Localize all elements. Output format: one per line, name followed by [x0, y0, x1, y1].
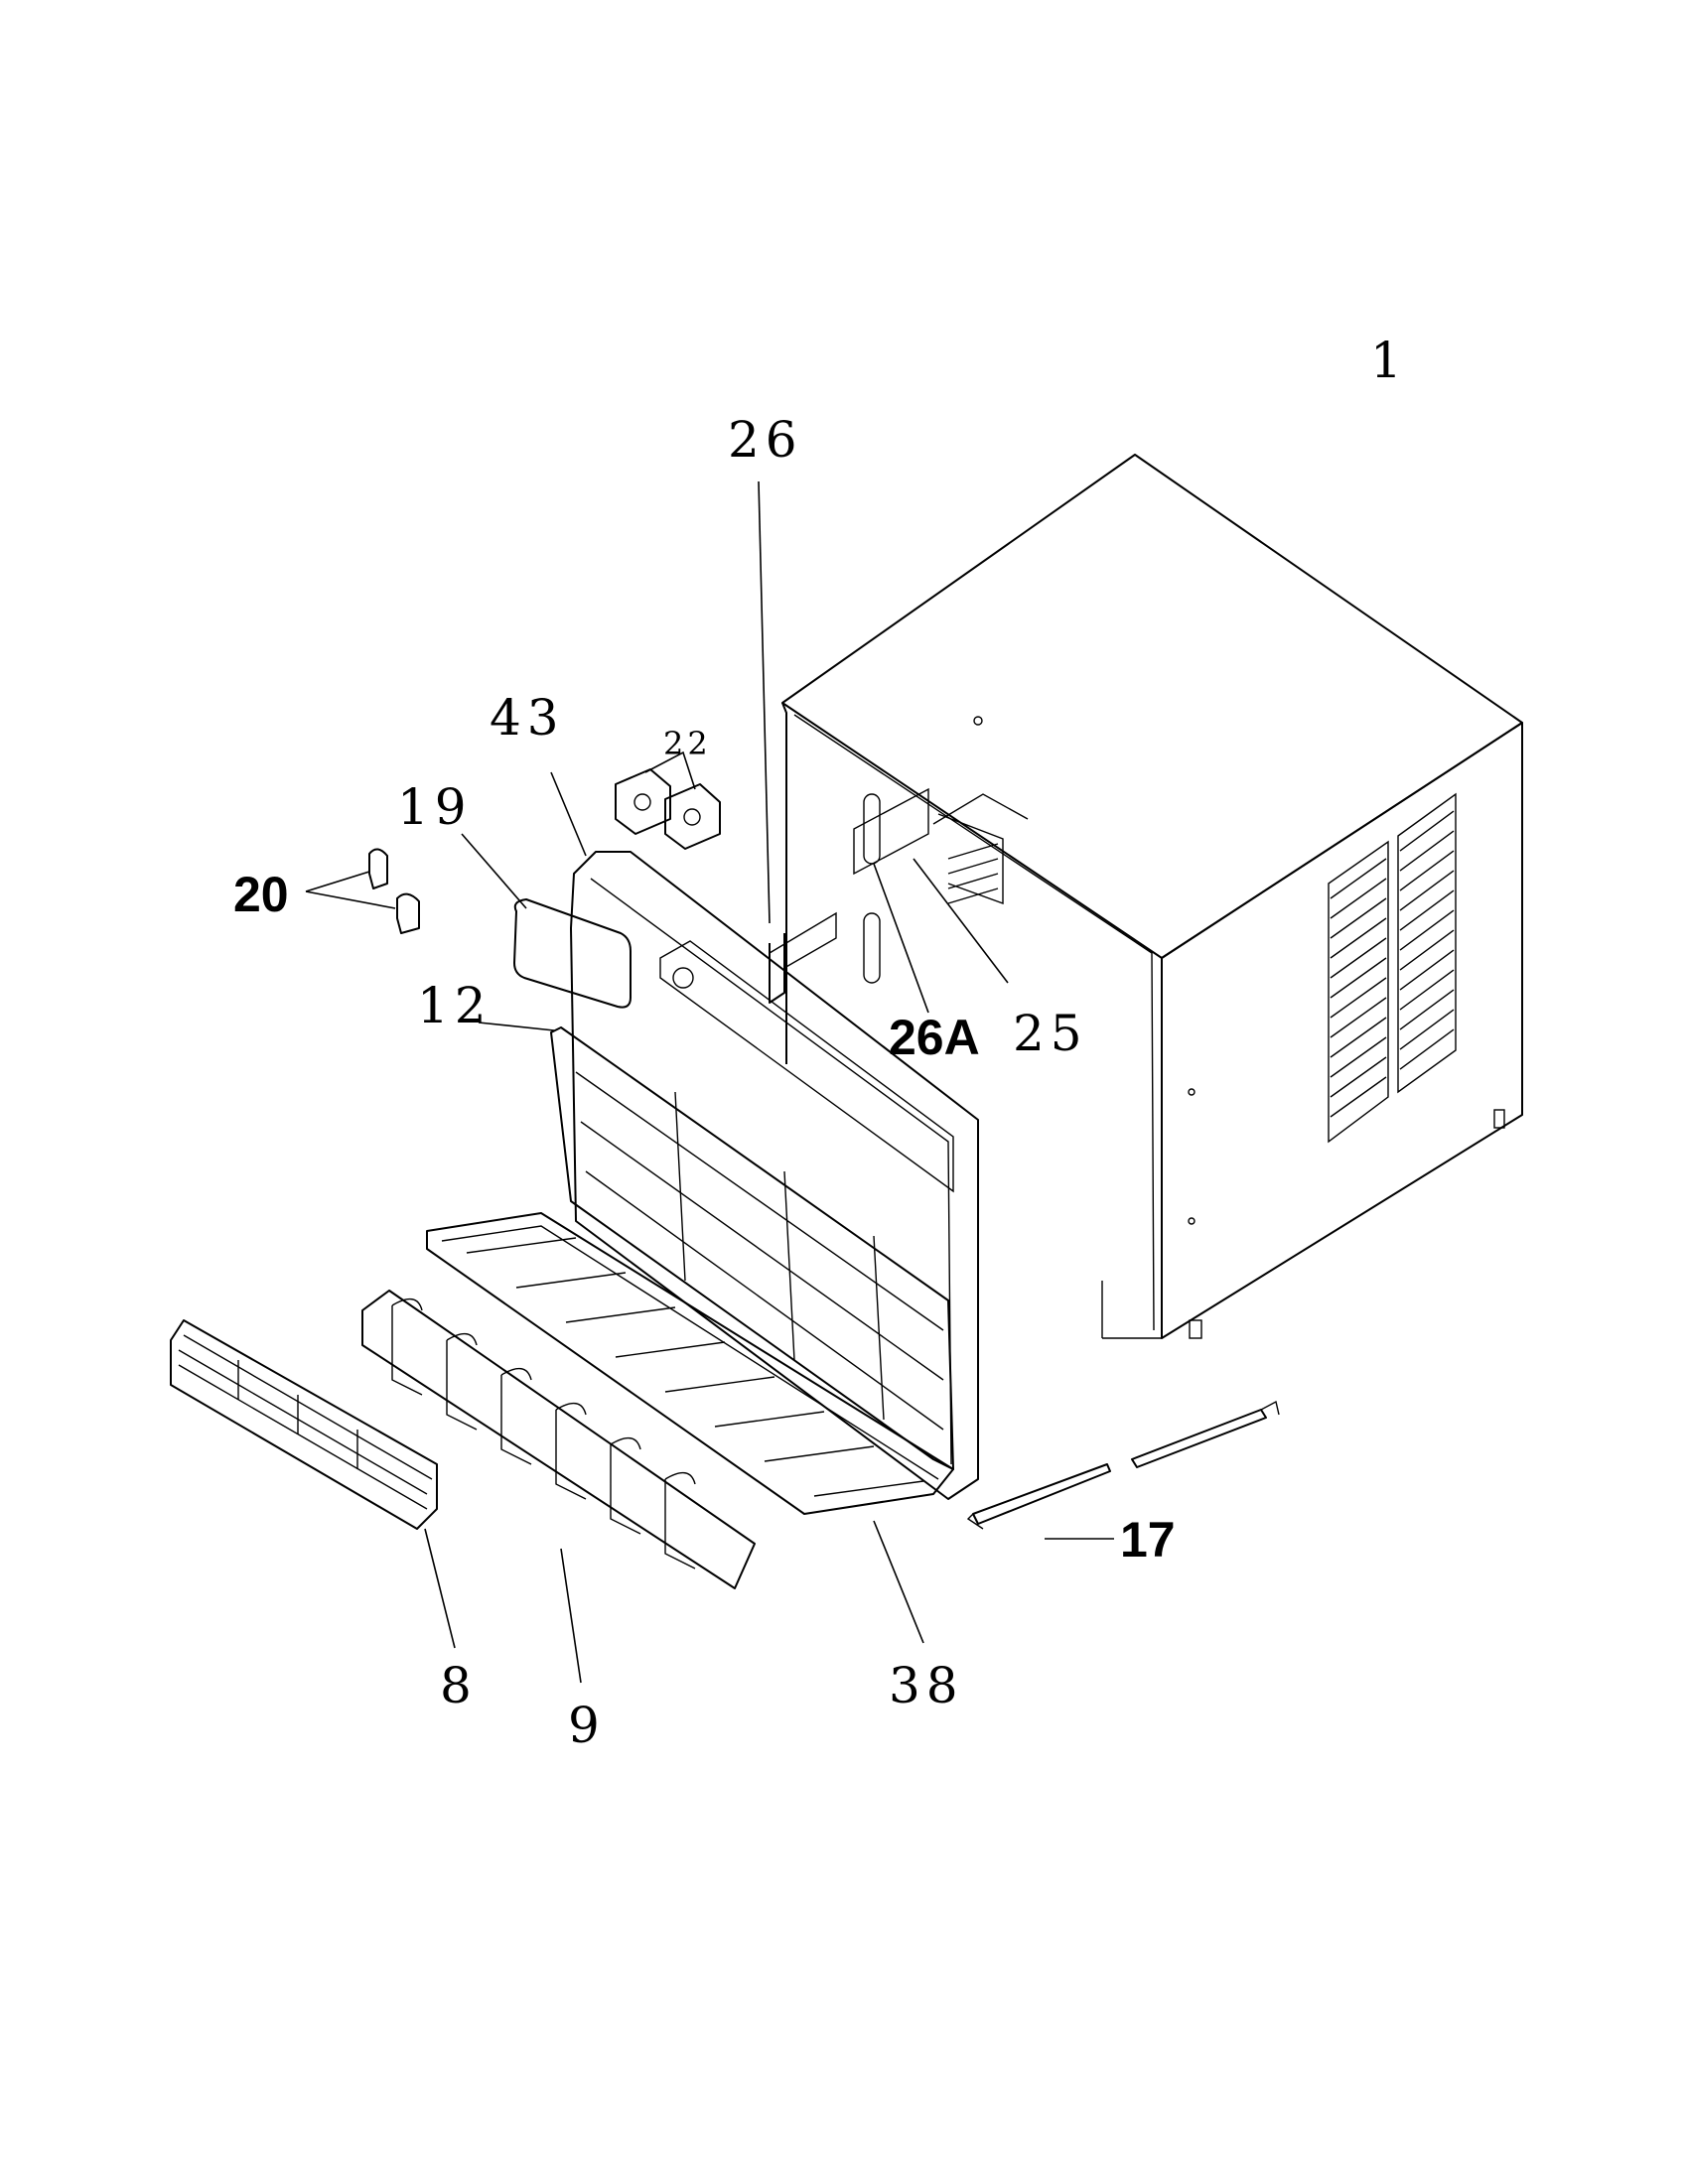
- label-rail: 26: [728, 411, 803, 469]
- label-tray: 38: [889, 1657, 964, 1714]
- bracket-part: [873, 863, 929, 1014]
- louver-part: [170, 1319, 456, 1649]
- strip-part: [966, 1400, 1280, 1540]
- label-vane-frame: 9: [568, 1697, 606, 1754]
- rail-part: [758, 480, 837, 1004]
- label-cabinet: 1: [1370, 332, 1408, 389]
- label-badge: 19: [397, 778, 473, 836]
- cabinet-side-vents: [1328, 792, 1457, 1144]
- label-panel: 43: [490, 689, 565, 747]
- label-grille-insert: 25: [1013, 1005, 1088, 1062]
- front-panel-part: [550, 771, 979, 1500]
- cabinet-part: [781, 454, 1523, 1339]
- badge-part: [461, 833, 632, 1009]
- label-clips: 20: [233, 867, 289, 922]
- label-strip: 17: [1120, 1512, 1176, 1568]
- nuts-part: [615, 751, 721, 850]
- label-louver: 8: [440, 1657, 478, 1714]
- label-filter: 12: [417, 977, 492, 1034]
- grille-insert-part: [913, 843, 1009, 984]
- tray-part: [426, 1212, 954, 1644]
- clips-part: [305, 848, 420, 934]
- vane-frame-part: [361, 1290, 756, 1684]
- label-nuts: 22: [663, 725, 712, 762]
- label-bracket: 26A: [889, 1010, 980, 1065]
